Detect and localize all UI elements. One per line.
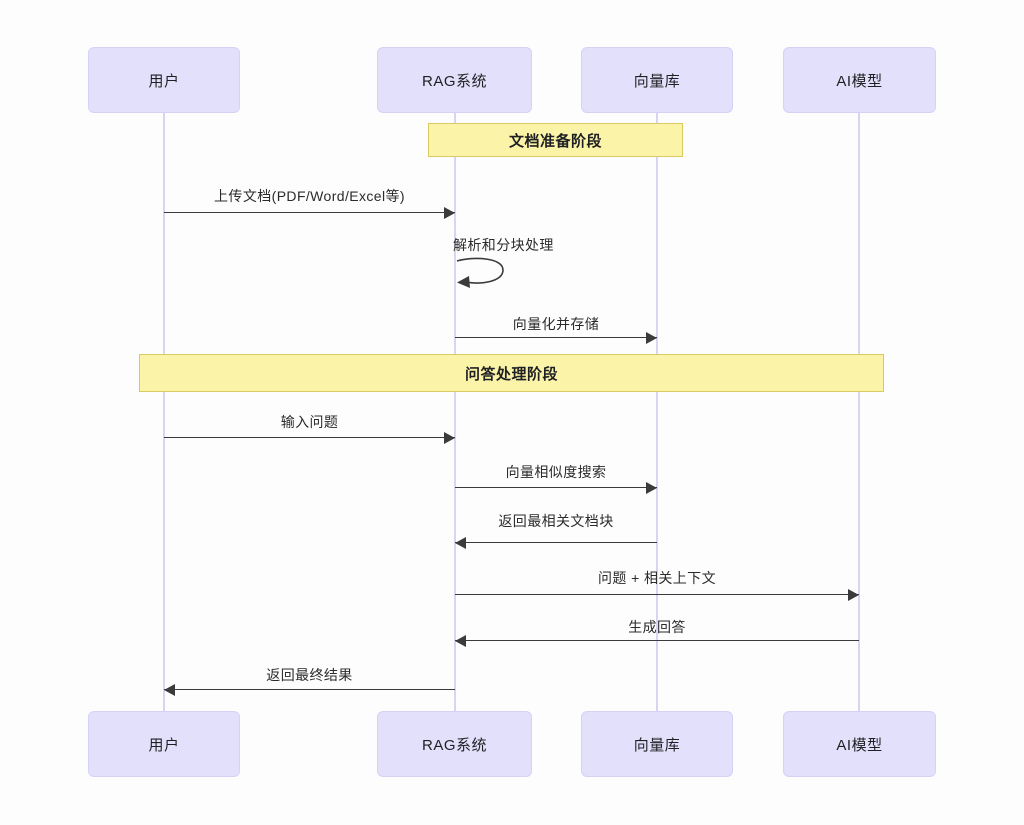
message-label-m6: 返回最相关文档块 [498,513,614,529]
message-label-m8: 生成回答 [628,619,686,635]
arrow-head-m3 [646,332,657,344]
message-line-m5 [455,487,657,488]
self-message-m2 [455,256,515,290]
actor-header-vector[interactable]: 向量库 [581,47,733,113]
actor-footer-ai[interactable]: AI模型 [783,711,936,777]
phase-note-label: 文档准备阶段 [508,132,602,150]
phase-note-phase-qa: 问答处理阶段 [139,354,884,392]
message-label-m2: 解析和分块处理 [453,237,554,253]
message-label-m1: 上传文档(PDF/Word/Excel等) [214,188,405,204]
message-line-m9 [164,689,455,690]
arrow-head-m9 [164,684,175,696]
message-label-m9: 返回最终结果 [266,667,353,683]
message-label-m4: 输入问题 [280,414,339,430]
actor-label: AI模型 [836,736,883,754]
actor-footer-rag[interactable]: RAG系统 [377,711,532,777]
arrow-head-m5 [646,482,657,494]
arrow-head-m1 [444,207,455,219]
actor-label: AI模型 [836,72,883,90]
phase-note-phase-doc-prep: 文档准备阶段 [428,123,683,157]
message-line-m3 [455,337,657,338]
phase-note-label: 问答处理阶段 [464,365,558,383]
actor-label: 用户 [148,736,180,754]
message-label-m7: 问题 + 相关上下文 [598,570,716,586]
actor-footer-user[interactable]: 用户 [88,711,240,777]
arrow-head-m8 [455,635,466,647]
actor-label: 向量库 [633,72,681,90]
arrow-head-m7 [848,589,859,601]
message-line-m6 [455,542,657,543]
arrow-head-m4 [444,432,455,444]
actor-label: 用户 [148,72,180,90]
message-label-m3: 向量化并存储 [512,316,600,332]
actor-footer-vector[interactable]: 向量库 [581,711,733,777]
actor-header-ai[interactable]: AI模型 [783,47,936,113]
lifeline-rag [454,113,456,711]
arrow-head-m6 [455,537,466,549]
actor-label: RAG系统 [421,736,487,754]
message-line-m1 [164,212,455,213]
lifeline-vector [656,113,658,711]
message-line-m4 [164,437,455,438]
lifeline-user [163,113,165,711]
message-label-m5: 向量相似度搜索 [505,464,607,480]
message-line-m7 [455,594,859,595]
actor-header-user[interactable]: 用户 [88,47,240,113]
message-line-m8 [455,640,859,641]
lifeline-ai [858,113,860,711]
actor-label: 向量库 [633,736,681,754]
actor-label: RAG系统 [421,72,487,90]
actor-header-rag[interactable]: RAG系统 [377,47,532,113]
